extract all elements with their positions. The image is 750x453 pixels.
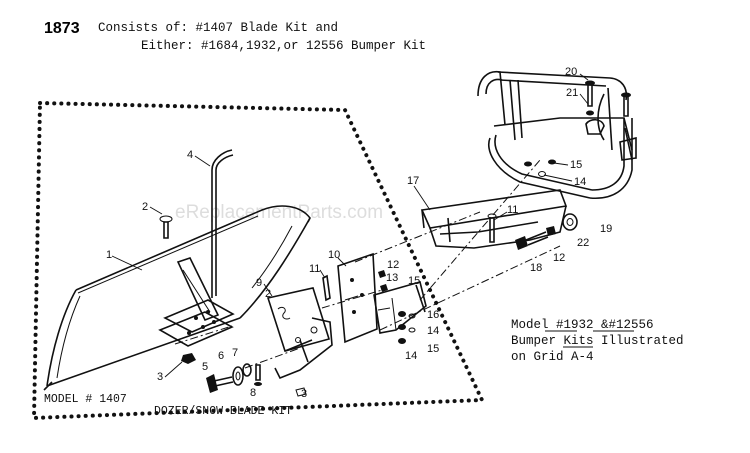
lift-pin [211, 149, 234, 298]
callout-1: 1 [106, 249, 112, 261]
cotter-pin [277, 306, 291, 320]
bumper-note-line-3: on Grid A-4 [511, 350, 594, 364]
callout-11-right: 11 [507, 204, 518, 216]
nut-3-right [295, 387, 307, 397]
nut-12-right [546, 226, 556, 236]
callout-14-lower: 14 [405, 350, 417, 362]
callout-3-right: 3 [301, 388, 307, 400]
dozer-blade [43, 205, 311, 391]
callout-6: 6 [218, 350, 224, 362]
bolt-5 [206, 374, 234, 393]
callout-20: 20 [565, 66, 577, 78]
washer-stack [398, 311, 416, 344]
assembly-number: 1873 [44, 20, 80, 37]
nut-13 [380, 284, 388, 292]
washer-22 [562, 213, 578, 231]
bolt-20 [585, 80, 595, 107]
washer-6 [232, 366, 244, 386]
callout-15-bumper: 15 [570, 159, 582, 171]
callout-16: 16 [427, 309, 439, 321]
callout-11-left: 11 [309, 263, 320, 275]
callout-13: 13 [386, 272, 398, 284]
callout-15-lower: 15 [427, 343, 439, 355]
callout-21: 21 [566, 87, 578, 99]
nut-21 [586, 110, 594, 116]
bolt-top-right [621, 92, 631, 117]
callout-2-left: 2 [142, 201, 148, 213]
bumper-frame [477, 70, 633, 199]
callout-3-left: 3 [157, 371, 163, 383]
callout-22: 22 [577, 237, 589, 249]
bracket-9 [266, 287, 333, 380]
bolt-11-left [322, 274, 331, 302]
bolt-11-right [487, 213, 497, 243]
callout-14-bumper: 14 [574, 176, 586, 188]
bumper-note-line-2: Bumper Kits Illustrated [511, 334, 684, 348]
header-line-2: Either: #1684,1932,or 12556 Bumper Kit [141, 39, 426, 53]
bolt-left [159, 215, 173, 239]
bolt-8 [254, 364, 262, 386]
alignment-lines [174, 159, 561, 369]
callout-17: 17 [407, 175, 419, 187]
callout-18: 18 [530, 262, 542, 274]
plate-10 [337, 252, 378, 344]
mount-arm-17 [420, 189, 568, 249]
callout-2-right: 2 [265, 288, 271, 300]
callout-labels: 1 2 4 3 5 6 7 8 2 9 3 10 11 12 13 15 14 … [106, 66, 612, 400]
header-line-1: Consists of: #1407 Blade Kit and [98, 21, 338, 35]
nut-7 [242, 363, 252, 377]
blade-kit-title: DOZER/SNOW BLADE KIT [154, 405, 292, 418]
watermark: eReplacementParts.com [175, 202, 383, 223]
callout-19: 19 [600, 223, 612, 235]
bolt-18 [515, 231, 549, 250]
callout-8: 8 [250, 387, 256, 399]
callout-4: 4 [187, 149, 193, 161]
callout-10: 10 [328, 249, 340, 261]
callout-12-left: 12 [387, 259, 399, 271]
nut-12-left [378, 270, 386, 278]
blade-kit-model: MODEL # 1407 [44, 393, 127, 406]
callout-14-mid: 14 [427, 325, 439, 337]
nut-left [181, 353, 196, 364]
callout-15-upper: 15 [408, 275, 420, 287]
blade-kit-boundary [31, 101, 486, 421]
bumper-clamp [585, 118, 637, 161]
callout-7: 7 [232, 347, 238, 359]
bumper-washers [524, 159, 556, 177]
callout-5: 5 [202, 361, 208, 373]
blade-mount-bracket [158, 257, 235, 347]
callout-12-right: 12 [553, 252, 565, 264]
callout-9: 9 [256, 277, 262, 289]
bumper-note-line-1: Model #1932 &#12556 [511, 318, 654, 332]
